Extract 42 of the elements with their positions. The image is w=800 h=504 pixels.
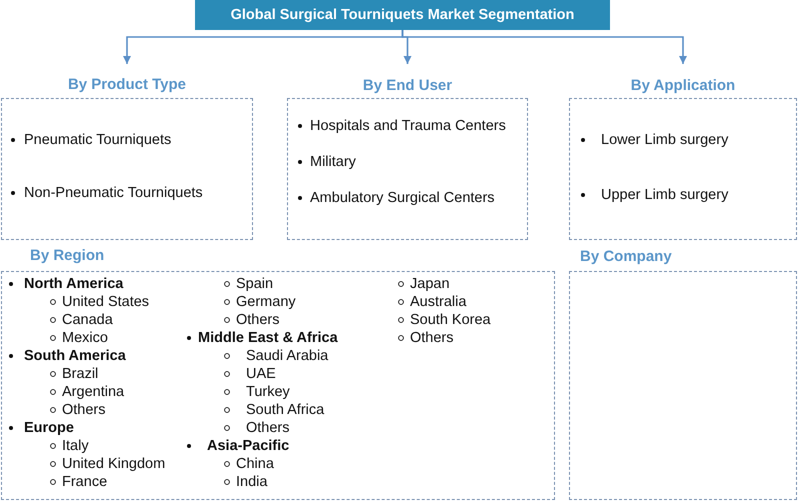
segment-heading: By End User [362, 77, 454, 95]
list-item: Argentina [62, 383, 124, 401]
list-item: India [236, 473, 268, 491]
region-heading: North America [24, 275, 124, 293]
list-item: United Kingdom [62, 455, 166, 473]
list-item: Mexico [62, 329, 108, 347]
list-item: Pneumatic Tourniquets [24, 131, 172, 149]
segment-heading: By Region [30, 247, 106, 265]
list-item: Ambulatory Surgical Centers [310, 189, 495, 207]
list-item: Germany [236, 293, 296, 311]
region-heading: Europe [24, 419, 74, 437]
list-item: Australia [410, 293, 466, 311]
segment-heading: By Application [630, 77, 736, 95]
list-item: Hospitals and Trauma Centers [310, 117, 506, 135]
list-item: Others [236, 311, 280, 329]
arrow [402, 30, 687, 64]
list-item: Others [62, 401, 106, 419]
list-item: Upper Limb surgery [601, 186, 728, 204]
region-heading: Asia-Pacific [207, 437, 290, 455]
list-item: United States [62, 293, 150, 311]
region-heading: South America [24, 347, 126, 365]
list-item: Saudi Arabia [246, 347, 328, 365]
list-item: Turkey [246, 383, 290, 401]
list-item: Brazil [62, 365, 98, 383]
list-item: France [62, 473, 108, 491]
segment-heading: By Product Type [66, 76, 188, 94]
list-item: Others [410, 329, 454, 347]
list-item: Canada [62, 311, 113, 329]
list-item: South Africa [246, 401, 324, 419]
list-item: Spain [236, 275, 274, 293]
list-item: China [236, 455, 274, 473]
region-heading: Middle East & Africa [198, 329, 338, 347]
list-item: South Korea [410, 311, 491, 329]
list-item: Non-Pneumatic Tourniquets [24, 184, 203, 202]
segment-heading: By Company [580, 248, 673, 266]
list-item: Italy [62, 437, 89, 455]
list-item: Others [246, 419, 290, 437]
list-item: UAE [246, 365, 276, 383]
title-box: Global Surgical Tourniquets Market Segmentation [195, 0, 610, 30]
list-item: Military [310, 153, 356, 171]
list-item: Lower Limb surgery [601, 131, 728, 149]
list-item: Japan [410, 275, 450, 293]
